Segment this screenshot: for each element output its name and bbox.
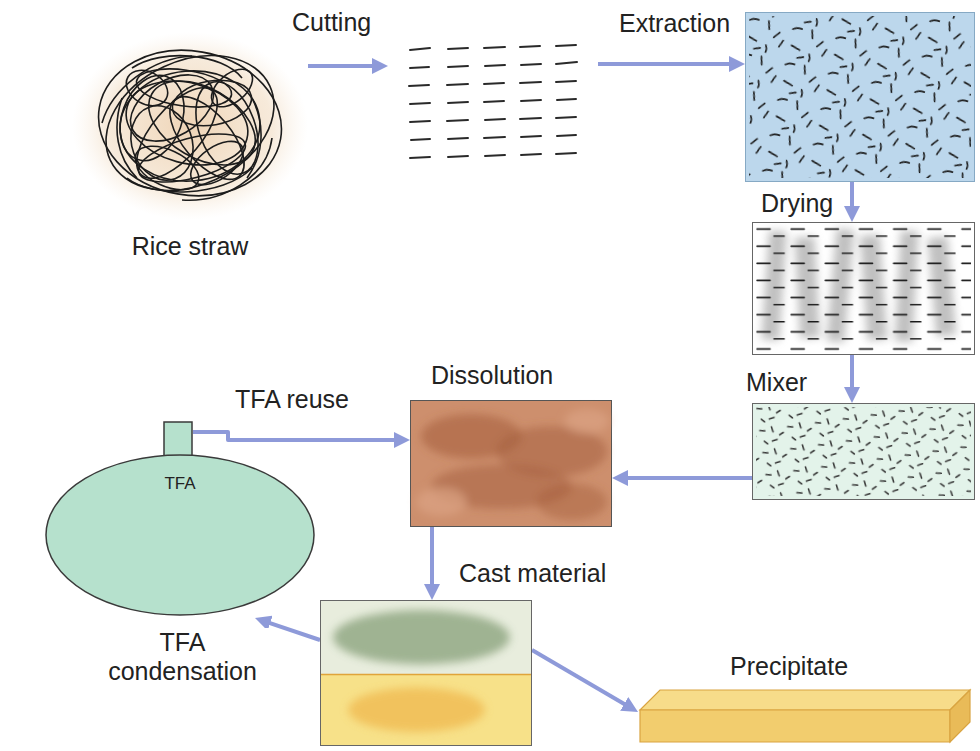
step-label: Extraction <box>619 9 730 38</box>
flow-arrow <box>308 64 380 68</box>
flow-arrow <box>850 182 854 214</box>
extraction-fill <box>746 13 974 181</box>
extraction-box: Extraction <box>745 12 975 182</box>
tfa-flask <box>44 432 317 618</box>
flow-arrow <box>620 476 752 480</box>
flow-arrow <box>430 527 434 592</box>
dissolution-fill <box>411 401 611 526</box>
edge-label: TFA reuse <box>235 385 349 414</box>
step-label: Cast material <box>459 559 606 588</box>
mixer-box: Mixer <box>752 403 975 500</box>
flask-label: TFA <box>164 474 195 494</box>
edge-label: TFA condensation <box>90 628 275 686</box>
straw-illustration: Rice straw <box>72 28 308 218</box>
dissolution-box: Dissolution <box>410 400 612 527</box>
step-label: Mixer <box>746 368 807 397</box>
cast-material-box: Cast material <box>320 600 532 746</box>
drying-box: Drying <box>752 222 975 355</box>
step-label: Rice straw <box>132 232 249 261</box>
cut-straw-pieces <box>388 38 598 168</box>
step-label: Cutting <box>292 8 371 37</box>
cast-material-fill <box>321 601 531 745</box>
step-label: Drying <box>761 189 833 218</box>
precipitate-slab: Precipitate <box>638 686 972 746</box>
flow-arrow <box>598 62 737 66</box>
precipitate-slab <box>638 686 972 746</box>
drying-fill <box>753 223 974 354</box>
step-label: Dissolution <box>431 361 553 390</box>
cut-pieces: Cutting <box>388 38 598 168</box>
flow-arrow <box>532 650 631 708</box>
straw-illustration <box>72 28 308 218</box>
tfa-flask: TFA <box>44 432 317 618</box>
mixer-fill <box>753 404 974 499</box>
flow-arrow <box>193 432 402 440</box>
flow-arrow <box>850 355 854 395</box>
step-label: Precipitate <box>730 652 848 681</box>
